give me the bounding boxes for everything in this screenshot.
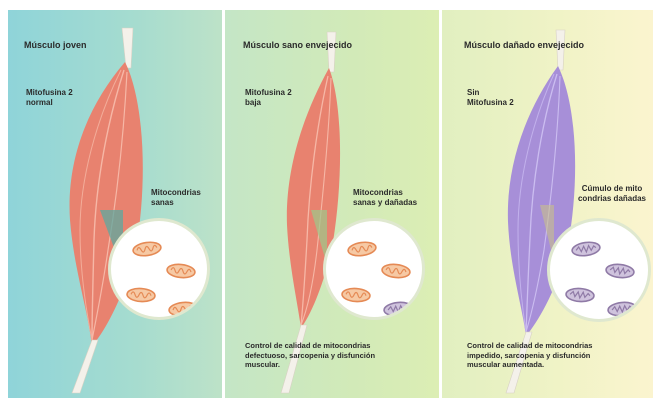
protein-label-line: Mitofusina 2 (26, 88, 73, 98)
damaged-mitochondrion-icon (605, 263, 634, 279)
mitochondria-label: Mitocondrias sanas (151, 188, 201, 208)
damaged-mitochondrion-icon (571, 241, 601, 258)
mitochondria-field (111, 221, 210, 320)
protein-label-line: baja (245, 98, 292, 108)
mitochondria-zoom-circle (547, 218, 651, 322)
panel-young-muscle: Músculo joven Mitofusina 2 normal Mitoco… (8, 10, 222, 398)
panel-title: Músculo dañado envejecido (464, 40, 584, 50)
mitochondria-label-line: Cúmulo de mito (568, 184, 653, 194)
damaged-mitochondrion-icon (607, 301, 636, 317)
mitochondria-label-line: sanas y dañadas (353, 198, 417, 208)
healthy-mitochondrion-icon (132, 241, 162, 258)
healthy-mitochondrion-icon (166, 263, 195, 279)
protein-label-line: Mitofusina 2 (245, 88, 292, 98)
upper-tendon (122, 28, 133, 68)
protein-label-line: normal (26, 98, 73, 108)
panel-title: Músculo sano envejecido (243, 40, 352, 50)
panel-caption: Control de calidad de mitocondrias imped… (467, 341, 592, 370)
damaged-mitochondrion-icon (566, 288, 595, 303)
healthy-mitochondrion-icon (127, 288, 156, 303)
healthy-mitochondrion-icon (347, 241, 377, 258)
protein-label-line: Mitofusina 2 (467, 98, 514, 108)
healthy-mitochondrion-icon (168, 301, 197, 317)
mitochondria-label-line: sanas (151, 198, 201, 208)
caption-line: defectuoso, sarcopenia y disfunción (245, 351, 375, 361)
mitochondria-label-line: Mitocondrias (151, 188, 201, 198)
upper-tendon (556, 30, 565, 70)
mitochondria-label: Cúmulo de mito condrias dañadas (568, 184, 653, 204)
healthy-mitochondrion-icon (381, 263, 410, 279)
damaged-mitochondrion-icon (383, 301, 412, 317)
damaged-muscle-illustration (442, 10, 653, 398)
protein-label-line: Sin (467, 88, 514, 98)
panel-caption: Control de calidad de mitocondrias defec… (245, 341, 375, 370)
healthy-mitochondrion-icon (342, 288, 371, 303)
panel-healthy-aged-muscle: Músculo sano envejecido Mitofusina 2 baj… (225, 10, 439, 398)
caption-line: impedido, sarcopenia y disfunción (467, 351, 592, 361)
caption-line: muscular. (245, 360, 375, 370)
panel-title: Músculo joven (24, 40, 87, 50)
panel-damaged-aged-muscle: Músculo dañado envejecido Sin Mitofusina… (442, 10, 653, 398)
mitochondria-label-line: condrias dañadas (568, 194, 653, 204)
lower-tendon (72, 340, 98, 393)
mitochondria-zoom-circle (323, 218, 425, 320)
caption-line: Control de calidad de mitocondrias (245, 341, 375, 351)
protein-label: Sin Mitofusina 2 (467, 88, 514, 108)
mitochondria-label: Mitocondrias sanas y dañadas (353, 188, 417, 208)
mitochondria-zoom-circle (108, 218, 210, 320)
protein-label: Mitofusina 2 normal (26, 88, 73, 108)
mitochondria-label-line: Mitocondrias (353, 188, 417, 198)
mitochondria-field (550, 221, 651, 322)
upper-tendon (327, 32, 336, 72)
mitochondria-field (326, 221, 425, 320)
protein-label: Mitofusina 2 baja (245, 88, 292, 108)
caption-line: Control de calidad de mitocondrias (467, 341, 592, 351)
caption-line: muscular aumentada. (467, 360, 592, 370)
